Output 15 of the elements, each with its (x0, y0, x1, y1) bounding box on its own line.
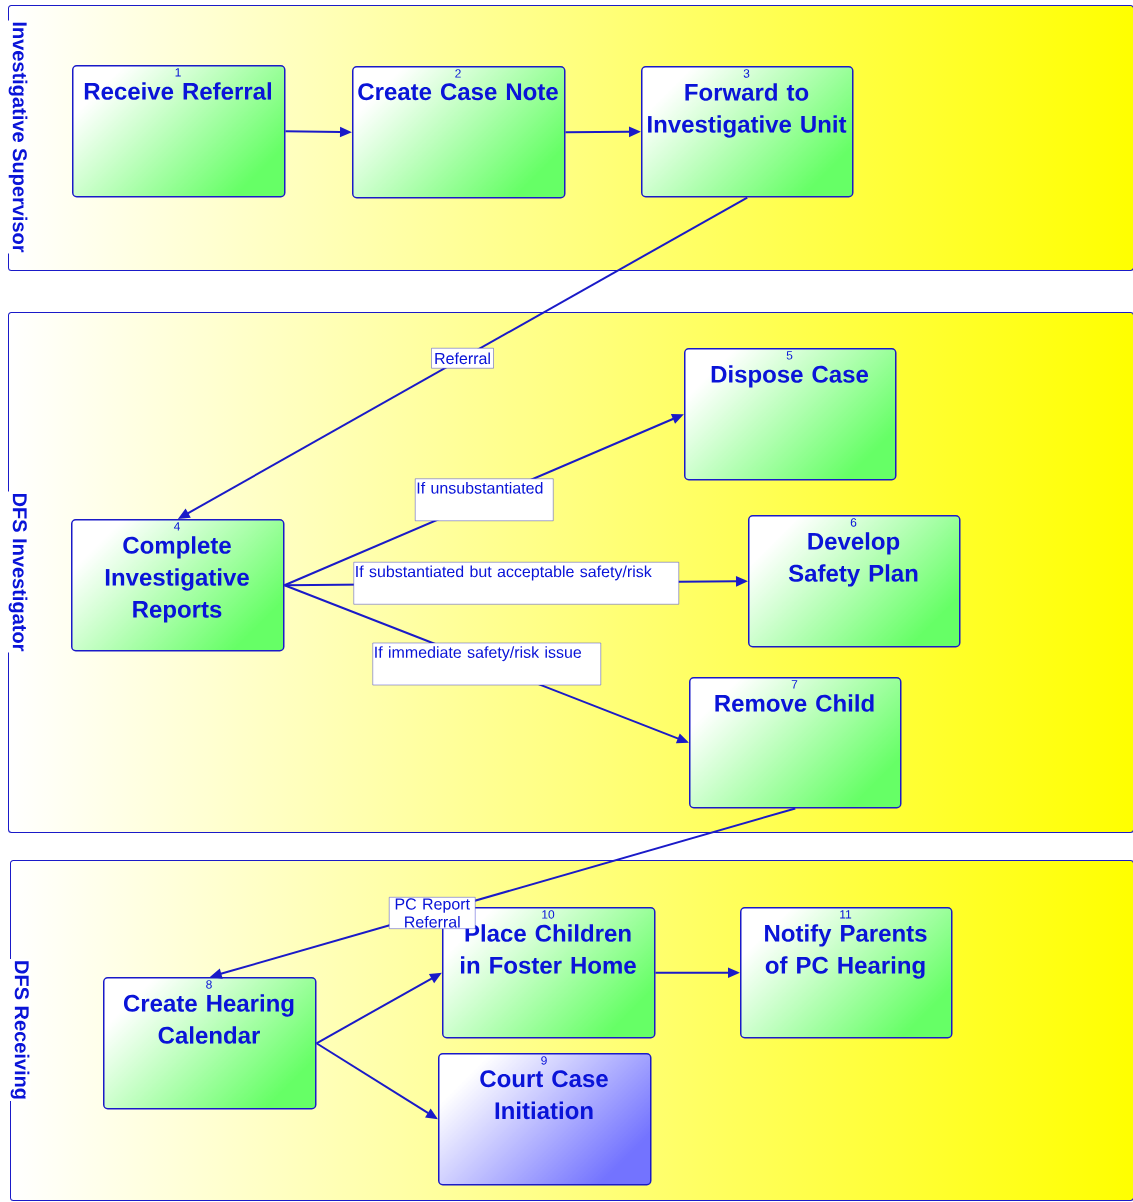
process-box: 9 Court Case Initiation (438, 1053, 652, 1186)
process-box: 2 Create Case Note (352, 66, 566, 199)
edge-label: If unsubstantiated (415, 478, 554, 521)
edge-label: If immediate safety/risk issue (372, 642, 601, 686)
process-box: 11 Notify Parents of PC Hearing (740, 907, 953, 1039)
process-box: 5 Dispose Case (684, 348, 897, 481)
process-box: 4 Complete Investigative Reports (71, 519, 285, 652)
process-box: 1 Receive Referral (72, 65, 286, 198)
edge-label: Referral (431, 348, 494, 369)
process-box: 7 Remove Child (689, 677, 902, 809)
process-box: 3 Forward to Investigative Unit (641, 66, 854, 198)
edge-label: If substantiated but acceptable safety/risk (353, 562, 679, 605)
process-box: 6 Develop Safety Plan (748, 515, 961, 648)
process-box: 8 Create Hearing Calendar (103, 977, 317, 1110)
edge-label: PC Report Referral (389, 897, 476, 929)
